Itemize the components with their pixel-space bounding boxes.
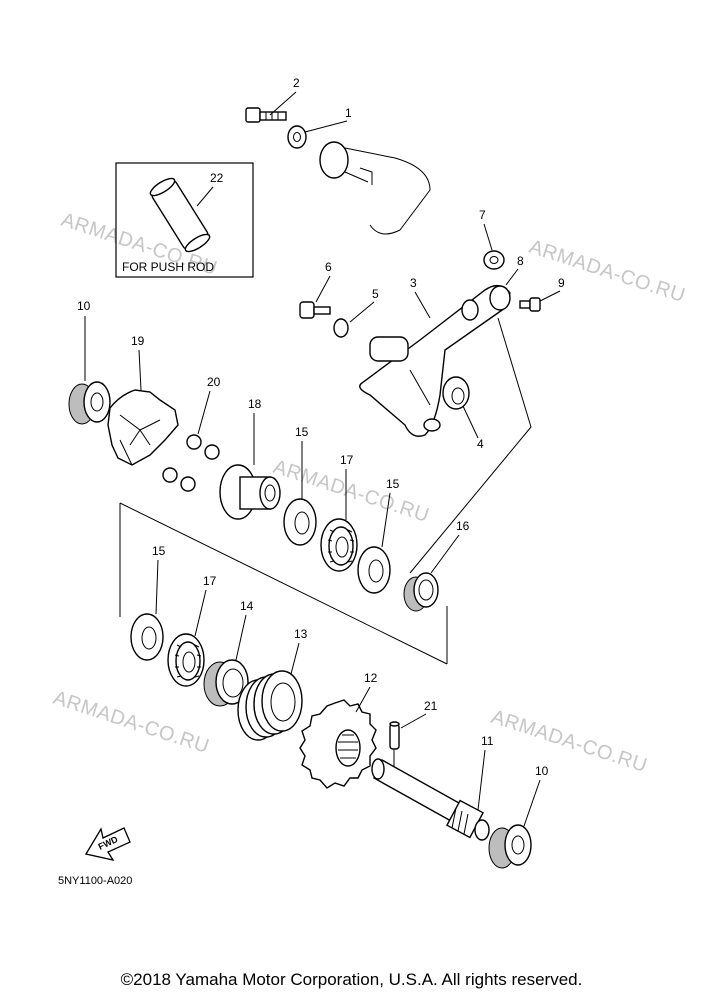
- callout-15-right: 15: [386, 477, 400, 491]
- bush-4: [442, 376, 470, 410]
- callout-20: 20: [207, 375, 221, 389]
- kick-gear-12: [299, 699, 377, 789]
- dowel-pin-21: [389, 721, 400, 774]
- diagram-code: 5NY1100-A020: [58, 875, 132, 887]
- callout-3: 3: [410, 276, 417, 290]
- callout-2: 2: [293, 76, 300, 90]
- thrust-bearing-17-lower: [167, 633, 205, 687]
- washer-15-lower: [130, 613, 164, 661]
- thrust-bearing-17-upper: [320, 518, 358, 572]
- callout-19: 19: [131, 334, 145, 348]
- kick-arm-3: [359, 285, 511, 437]
- callout-14: 14: [240, 599, 254, 613]
- callout-22: 22: [210, 171, 224, 185]
- callout-12: 12: [364, 671, 378, 685]
- callout-8: 8: [517, 254, 524, 268]
- callout-10-right: 10: [535, 764, 549, 778]
- callout-10-left: 10: [77, 299, 91, 313]
- watermark: ARMADA-CO.RU: [50, 687, 212, 758]
- callout-1: 1: [345, 106, 352, 120]
- washer-1: [287, 125, 307, 149]
- collar-7: [483, 250, 505, 270]
- watermark: ARMADA-CO.RU: [488, 706, 650, 777]
- kick-shaft-11: [371, 758, 490, 841]
- bolt-9: [519, 297, 541, 312]
- forward-arrow-icon: FWD: [84, 827, 131, 861]
- spacer-18: [219, 464, 281, 520]
- watermarks: ARMADA-CO.RU ARMADA-CO.RU ARMADA-CO.RU A…: [50, 209, 688, 777]
- washer-5: [333, 318, 349, 338]
- push-rod-inset: 22 FOR PUSH ROD: [115, 162, 254, 278]
- ratchet-19: [107, 389, 179, 466]
- copyright-text: ©2018 Yamaha Motor Corporation, U.S.A. A…: [120, 970, 583, 989]
- torsion-spring-13: [237, 670, 303, 741]
- washer-15-right: [357, 546, 391, 594]
- bolt-6: [299, 301, 331, 319]
- kick-shaft-housing: [319, 141, 431, 235]
- callout-21: 21: [424, 699, 438, 713]
- watermark: ARMADA-CO.RU: [526, 236, 688, 307]
- callout-15-lower: 15: [152, 544, 166, 558]
- callout-18: 18: [248, 397, 262, 411]
- callout-4: 4: [477, 437, 484, 451]
- bearing-10-right: [488, 824, 532, 869]
- callout-17-lower: 17: [203, 574, 217, 588]
- spring-clip-14: [203, 659, 249, 707]
- callout-16: 16: [456, 519, 470, 533]
- bolt-2: [245, 107, 287, 123]
- callout-7: 7: [479, 208, 486, 222]
- washer-15-upper: [283, 498, 317, 546]
- bearing-10-left: [68, 381, 111, 425]
- balls-20: [162, 434, 220, 492]
- callout-11: 11: [481, 734, 494, 748]
- assembly-lines: [119, 317, 532, 665]
- callout-15-upper: 15: [295, 425, 309, 439]
- callout-6: 6: [325, 260, 332, 274]
- callout-9: 9: [558, 276, 565, 290]
- callout-5: 5: [372, 287, 379, 301]
- callout-17-upper: 17: [340, 453, 354, 467]
- inset-label: FOR PUSH ROD: [122, 260, 214, 274]
- callout-13: 13: [294, 627, 308, 641]
- guide-16: [403, 572, 439, 612]
